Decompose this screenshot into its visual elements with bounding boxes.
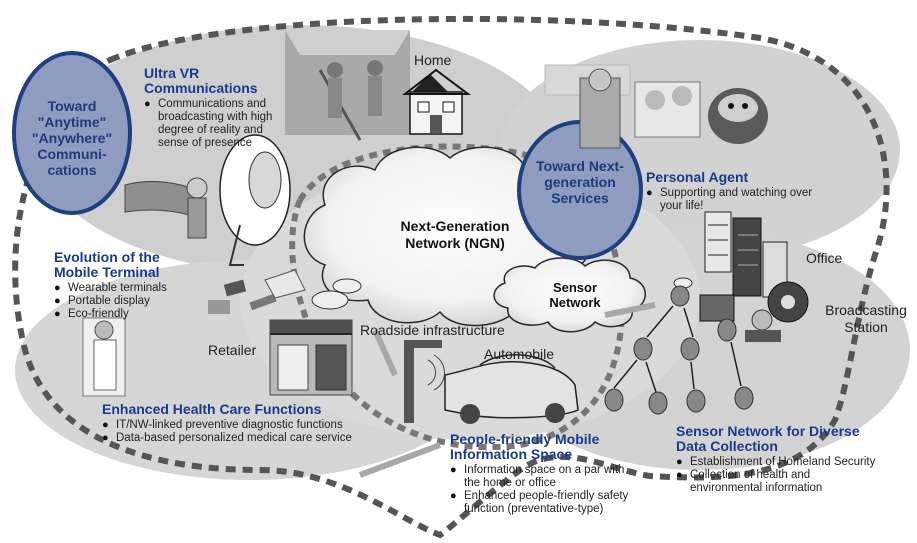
mobile-terminal-section: Evolution of the Mobile Terminal Wearabl… <box>54 249 204 322</box>
sensor-network-label: Sensor Network <box>549 280 601 310</box>
ngn-label: Next-Generation Network (NGN) <box>400 218 510 251</box>
ultra-vr-bullet: Communications and broadcasting with hig… <box>144 98 294 150</box>
health-care-bullet: IT/NW-linked preventive diagnostic funct… <box>102 419 364 432</box>
personal-agent-bullets: Supporting and watching over your life! <box>646 187 836 213</box>
sensor-collection-bullet: Establishment of Homeland Security <box>676 456 876 469</box>
ultra-vr-bullets: Communications and broadcasting with hig… <box>144 98 294 150</box>
ultra-vr-title: Ultra VR Communications <box>144 65 258 96</box>
sensor-arrows <box>613 305 742 393</box>
mobile-terminal-bullet: Wearable terminals <box>54 282 204 295</box>
sensor-collection-bullet: Collection of health and environmental i… <box>676 469 876 495</box>
sensor-nodes <box>604 285 754 415</box>
health-care-bullet: Data-based personalized medical care ser… <box>102 432 364 445</box>
office-label: Office <box>806 250 843 266</box>
health-care-bullets: IT/NW-linked preventive diagnostic funct… <box>102 419 364 445</box>
sensor-collection-bullets: Establishment of Homeland Security Colle… <box>676 456 876 495</box>
home-illustration <box>285 30 471 141</box>
mobile-info-bullets: Information space on a par with the home… <box>450 464 640 516</box>
retailer-label: Retailer <box>208 342 257 358</box>
personal-agent-section: Personal Agent Supporting and watching o… <box>646 170 836 213</box>
roadside-label: Roadside infrastructure <box>360 322 505 338</box>
mobile-info-bullet: Information space on a par with the home… <box>450 464 640 490</box>
mobile-info-title: People-friendly Mobile Information Space <box>450 431 600 462</box>
oval-anytime-label: Toward "Anytime" "Anywhere" Communi-cati… <box>31 98 113 178</box>
roadside-and-car <box>404 340 579 424</box>
doctor-illustration <box>82 317 126 397</box>
wearable-devices <box>208 269 306 314</box>
mobile-terminal-bullet: Portable display <box>54 295 204 308</box>
broadcasting-label: Broadcasting Station <box>825 302 907 335</box>
vr-illustration <box>124 134 291 266</box>
ultra-vr-section: Ultra VR Communications Communications a… <box>144 66 294 150</box>
personal-agent-illustration <box>544 64 768 149</box>
mobile-info-section: People-friendly Mobile Information Space… <box>450 432 640 516</box>
mobile-info-bullet: Enhanced people-friendly safety function… <box>450 490 640 516</box>
health-care-title: Enhanced Health Care Functions <box>102 401 322 417</box>
retailer-illustration <box>269 319 353 396</box>
connection-arrows <box>358 302 656 478</box>
sensor-collection-title: Sensor Network for Diverse Data Collecti… <box>676 423 860 454</box>
personal-agent-title: Personal Agent <box>646 169 749 185</box>
oval-anytime <box>12 51 132 215</box>
personal-agent-bullet: Supporting and watching over your life! <box>646 187 836 213</box>
mobile-terminal-bullet: Eco-friendly <box>54 308 204 321</box>
health-care-section: Enhanced Health Care Functions IT/NW-lin… <box>102 401 402 446</box>
oval-next-gen-label: Toward Next-generation Services <box>536 158 624 206</box>
mobile-terminal-title: Evolution of the Mobile Terminal <box>54 249 160 280</box>
mobile-terminal-bullets: Wearable terminals Portable display Eco-… <box>54 282 204 321</box>
automobile-label: Automobile <box>484 346 555 362</box>
sensor-collection-section: Sensor Network for Diverse Data Collecti… <box>676 424 876 495</box>
home-label: Home <box>414 52 452 68</box>
broadcasting-illustration <box>699 281 809 342</box>
outer-dashed-boundary <box>12 15 890 539</box>
